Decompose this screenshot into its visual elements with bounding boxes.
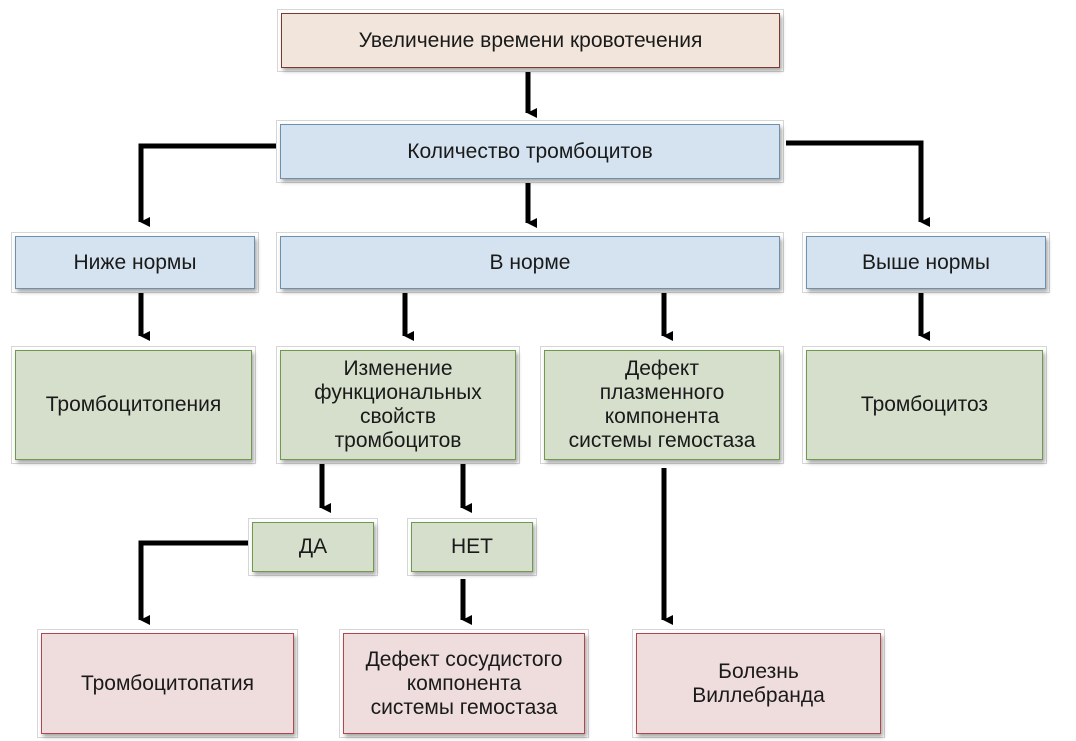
normal-box: В норме xyxy=(280,236,780,289)
plasma-defect-box: Дефект плазменного компонента системы ге… xyxy=(544,350,780,460)
below-normal-box: Ниже нормы xyxy=(15,236,255,289)
no-label: НЕТ xyxy=(451,535,493,558)
thrombocytopathy-label: Тромбоцитопатия xyxy=(80,671,255,695)
normal-label: В норме xyxy=(489,250,571,274)
yes-label: ДА xyxy=(298,535,328,558)
below-normal-label: Ниже нормы xyxy=(73,250,197,274)
plasma-defect-label: Дефект плазменного компонента системы ге… xyxy=(568,357,756,452)
platelet-count-box: Количество тромбоцитов xyxy=(280,124,780,179)
arrow-platelets-to-below xyxy=(138,143,278,227)
thrombocytosis-label: Тромбоцитоз xyxy=(860,393,989,416)
platelet-count-label: Количество тромбоцитов xyxy=(407,139,653,163)
bleeding-time-box: Увеличение времени кровотечения xyxy=(281,13,780,68)
above-normal-box: Выше нормы xyxy=(806,236,1046,289)
thrombocytopenia-label: Тромбоцитопения xyxy=(45,393,222,416)
vascular-defect-box: Дефект сосудистого компонента системы ге… xyxy=(343,633,585,734)
functional-change-label: Изменение функциональных свойств тромбоц… xyxy=(314,357,482,452)
thrombocytopathy-box: Тромбоцитопатия xyxy=(41,633,294,734)
vascular-defect-label: Дефект сосудистого компонента системы ге… xyxy=(365,647,563,719)
arrow-yes-to-thrombocytopathy xyxy=(138,540,251,625)
no-box: НЕТ xyxy=(411,522,533,572)
above-normal-label: Выше нормы xyxy=(862,250,990,274)
bleeding-time-label: Увеличение времени кровотечения xyxy=(358,28,703,52)
thrombocytosis-box: Тромбоцитоз xyxy=(806,350,1043,460)
von-willebrand-box: Болезнь Виллебранда xyxy=(636,633,881,734)
yes-box: ДА xyxy=(252,522,374,572)
thrombocytopenia-box: Тромбоцитопения xyxy=(15,350,252,460)
arrow-platelets-to-above xyxy=(786,140,930,227)
functional-change-box: Изменение функциональных свойств тромбоц… xyxy=(280,350,516,460)
von-willebrand-label: Болезнь Виллебранда xyxy=(692,659,825,707)
